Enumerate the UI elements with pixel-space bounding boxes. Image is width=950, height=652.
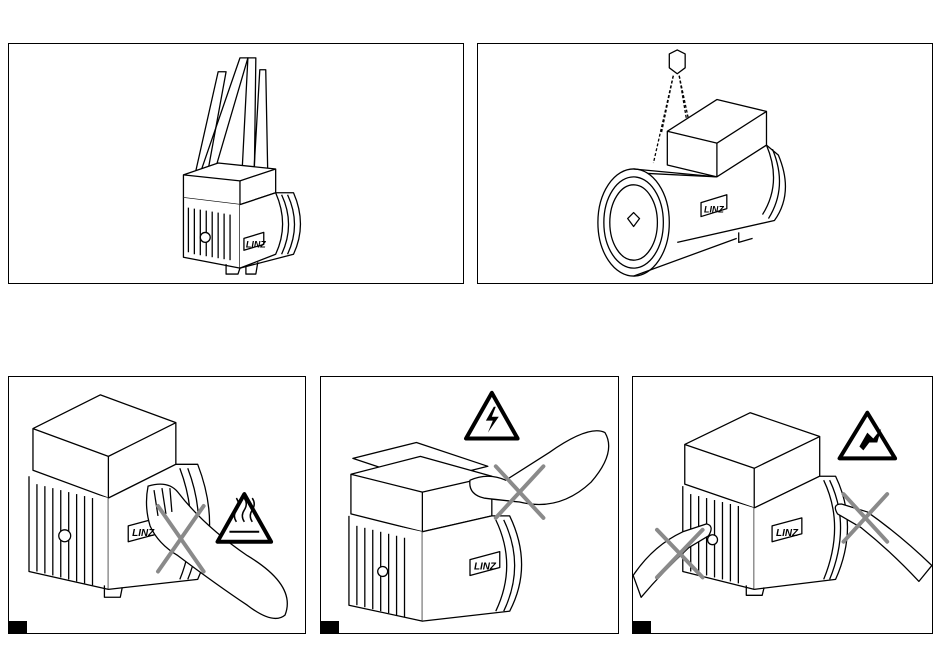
generator-hot-surface-illustration: LINZ [9,377,305,633]
generator-electric-shock-illustration: LINZ [321,377,618,633]
linz-logo: LINZ [776,528,799,539]
hot-surface-icon [218,494,272,542]
panel-tag [633,621,651,633]
generator-lifting-chain-illustration: LINZ [478,44,932,283]
electric-shock-icon [466,393,518,439]
panel-tag [9,621,27,633]
linz-logo: LINZ [246,239,266,249]
generator-lifting-straps-illustration: LINZ [9,44,463,283]
linz-logo: LINZ [474,561,497,572]
panel-tag [321,621,339,633]
panel-rotating-parts: LINZ [632,376,933,634]
panel-lifting-straps: LINZ [8,43,464,284]
panel-electric-shock: LINZ [320,376,619,634]
hand-crush-icon [840,413,896,459]
linz-logo: LINZ [704,205,724,215]
generator-rotating-parts-illustration: LINZ [633,377,932,633]
linz-logo: LINZ [132,528,155,539]
panel-lifting-chain: LINZ [477,43,933,284]
panel-hot-surface: LINZ [8,376,306,634]
